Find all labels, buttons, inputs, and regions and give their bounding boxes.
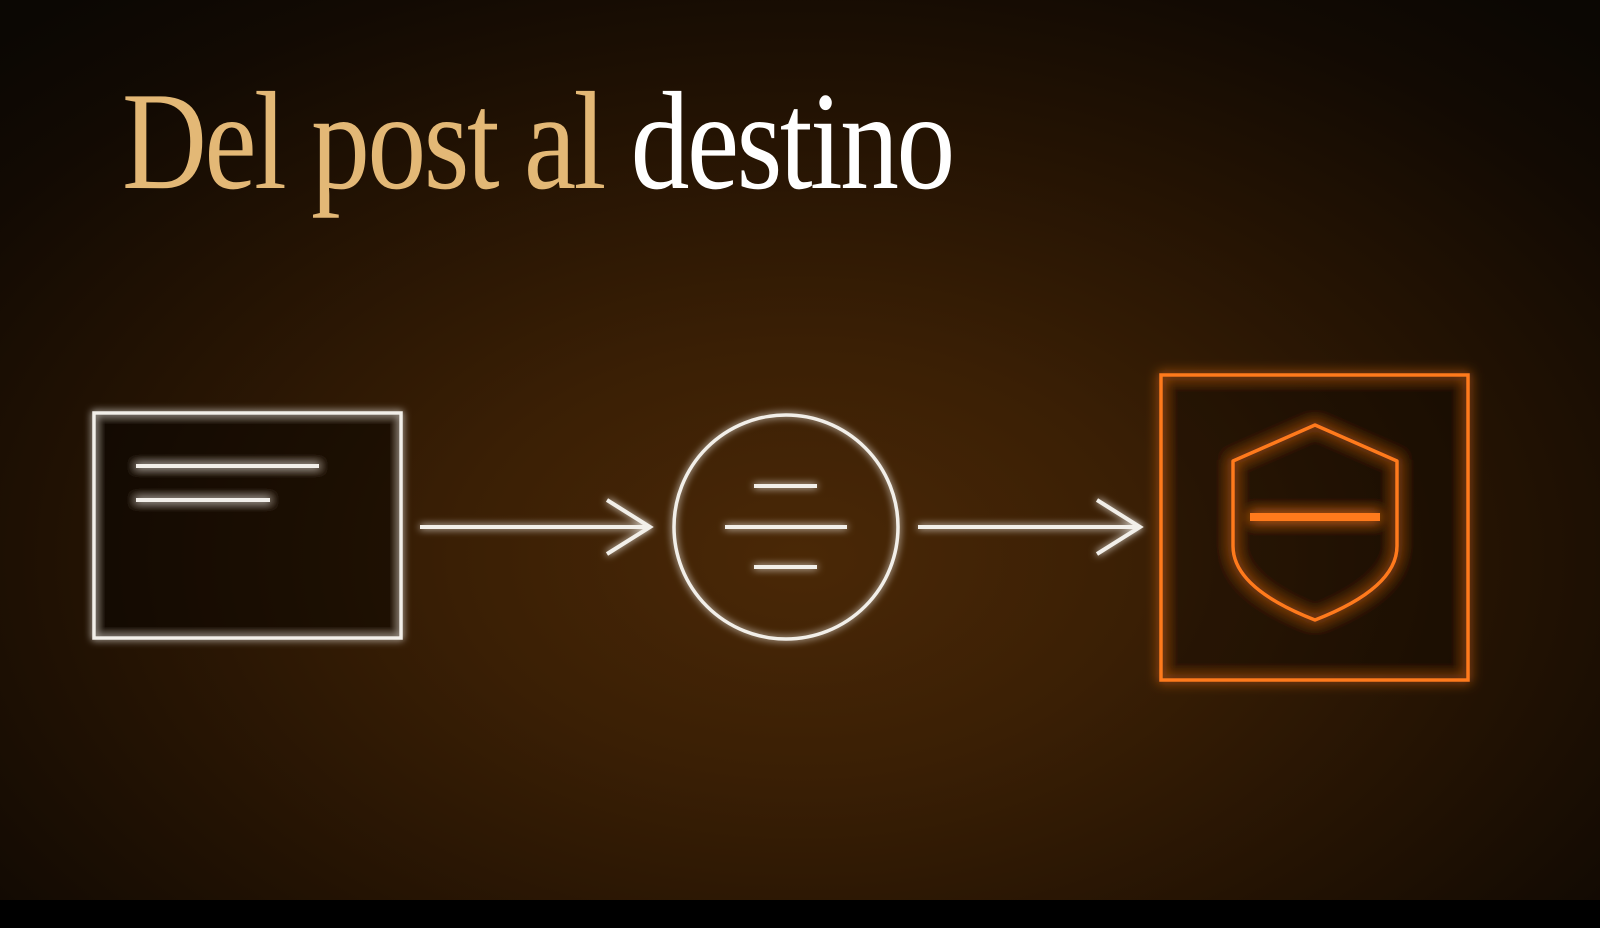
arrow-right-icon bbox=[918, 498, 1144, 556]
arrow-right-icon bbox=[420, 498, 654, 556]
flow-diagram bbox=[92, 373, 1470, 682]
title-part-accent: Del post al bbox=[122, 64, 631, 219]
document-card-icon bbox=[92, 411, 403, 640]
letterbox-bar bbox=[0, 900, 1600, 928]
page-title: Del post al destino bbox=[122, 58, 956, 226]
title-part-highlight: destino bbox=[630, 64, 956, 219]
shield-icon bbox=[1159, 373, 1470, 682]
slide: Del post al destino bbox=[0, 0, 1600, 900]
filter-circle-icon bbox=[672, 413, 900, 641]
